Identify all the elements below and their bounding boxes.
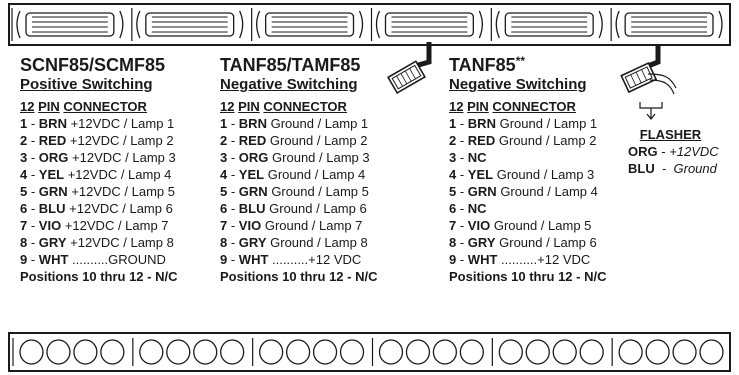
pin-row: 9 - WHT ..........GROUND [20,252,166,267]
switching-type: Positive Switching [20,76,153,93]
pin-row: 1 - BRN Ground / Lamp 1 [449,116,598,131]
top-lightbar-modules [11,8,723,41]
pin-row: 2 - RED Ground / Lamp 2 [220,133,368,148]
led-icon [220,339,245,365]
footer-note: Positions 10 thru 12 - N/C [220,269,378,284]
pin-row: 7 - VIO +12VDC / Lamp 7 [20,218,169,233]
pin-row: 4 - YEL +12VDC / Lamp 4 [20,167,172,182]
pin-row: 1 - BRN +12VDC / Lamp 1 [20,116,175,131]
pin-row: 3 - NC [449,150,487,165]
led-icon [100,339,125,365]
model-title: TANF85** [449,54,526,75]
led-icon [339,339,365,365]
lamp-module [490,8,603,41]
led-icon [312,339,338,365]
model-title: TANF85/TAMF85 [220,55,361,75]
pin-list: 1 - BRN Ground / Lamp 1 2 - RED Ground / … [220,115,435,268]
lamp-module [610,8,723,41]
connector-heading: 12 PIN CONNECTOR [20,99,147,114]
led-module [132,338,245,366]
top-lightbar-diagram [8,3,731,46]
pin-row: 9 - WHT ..........+12 VDC [449,252,591,267]
led-icon [259,339,284,365]
pin-list: 1 - BRN +12VDC / Lamp 1 2 - RED +12VDC / … [20,115,210,268]
pin-row: 2 - RED Ground / Lamp 2 [449,133,597,148]
pin-row: 8 - GRY Ground / Lamp 6 [449,235,597,250]
pin-row: 2 - RED +12VDC / Lamp 2 [20,133,174,148]
pin-row: 6 - BLU Ground / Lamp 6 [220,201,367,216]
led-module [491,338,604,366]
led-module [371,338,484,366]
bottom-lightbar-leds [12,338,724,366]
pin-row: 6 - NC [449,201,487,216]
led-icon [73,339,98,365]
pin-row: 8 - GRY +12VDC / Lamp 8 [20,235,174,250]
led-icon [459,339,484,365]
pin-row: 9 - WHT ..........+12 VDC [220,252,362,267]
led-icon [498,339,523,365]
pin-row: 8 - GRY Ground / Lamp 8 [220,235,368,250]
led-icon [139,339,164,365]
connector-heading: 12 PIN CONNECTOR [220,99,347,114]
lamp-module [131,8,244,41]
led-icon [405,339,431,365]
led-icon [285,339,311,365]
pin-row: 5 - GRN +12VDC / Lamp 5 [20,184,176,199]
pin-row: 3 - ORG Ground / Lamp 3 [220,150,370,165]
led-icon [166,339,191,365]
connector-heading: 12 PIN CONNECTOR [449,99,576,114]
led-icon [378,339,404,365]
footer-note: Positions 10 thru 12 - N/C [449,269,607,284]
led-icon [46,339,71,365]
switching-type: Negative Switching [449,76,587,93]
led-module [252,338,365,366]
led-icon [672,339,697,365]
connector-plug-icon [387,42,432,95]
column-tanf85-special: TANF85** Negative Switching 12 PIN CONNE… [449,55,624,285]
pin-row: 5 - GRN Ground / Lamp 5 [220,184,369,199]
model-footnote-mark: ** [515,54,526,68]
led-icon [552,339,577,365]
pin-row: 4 - YEL Ground / Lamp 4 [220,167,366,182]
pin-row: 5 - GRN Ground / Lamp 4 [449,184,598,199]
lamp-module [11,8,124,41]
led-icon [432,339,458,365]
led-icon [193,339,218,365]
led-icon [525,339,550,365]
bottom-lightbar-diagram [8,332,731,372]
led-icon [618,339,643,365]
lamp-module [370,8,483,41]
led-icon [579,339,604,365]
pin-row: 7 - VIO Ground / Lamp 5 [449,218,592,233]
led-module [611,338,724,366]
flasher-legend: FLASHER ORG - +12VDC BLU - Ground [628,126,738,177]
model-title: SCNF85/SCMF85 [20,55,166,75]
flasher-connector-icon [620,46,677,120]
pin-row: 7 - VIO Ground / Lamp 7 [220,218,363,233]
column-scnf85: SCNF85/SCMF85 Positive Switching 12 PIN … [20,55,210,285]
column-tanf85-tamf85: TANF85/TAMF85 Negative Switching 12 PIN … [220,55,435,285]
pin-row: 3 - ORG +12VDC / Lamp 3 [20,150,176,165]
pin-row: 6 - BLU +12VDC / Lamp 6 [20,201,173,216]
flasher-title: FLASHER [639,127,702,142]
pin-row: 4 - YEL Ground / Lamp 3 [449,167,595,182]
switching-type: Negative Switching [220,76,358,93]
flasher-row-blu: BLU - Ground [628,161,717,176]
footer-note: Positions 10 thru 12 - N/C [20,269,178,284]
led-icon [19,339,44,365]
lamp-module [251,8,364,41]
led-icon [645,339,670,365]
flasher-row-org: ORG - +12VDC [628,144,719,159]
pin-list: 1 - BRN Ground / Lamp 1 2 - RED Ground / … [449,115,624,268]
led-module [12,338,125,366]
pin-row: 1 - BRN Ground / Lamp 1 [220,116,369,131]
led-icon [699,339,724,365]
